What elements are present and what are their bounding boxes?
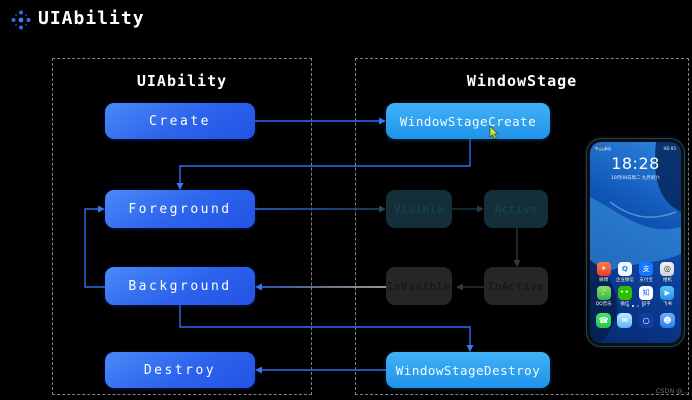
app-label: 微信 [620, 302, 630, 307]
app-cell: ▶ 飞书 [657, 286, 678, 307]
node-windowstagecreate[interactable]: WindowStageCreate [386, 103, 550, 139]
app-label: 企业微信 [615, 278, 634, 283]
app-label: 支付宝 [639, 278, 653, 283]
app-label: 知乎 [641, 302, 651, 307]
camera-app-icon: ◎ [660, 262, 675, 276]
app-label: 相机 [662, 278, 672, 283]
node-inactive[interactable]: InActive [484, 267, 548, 305]
date-widget: 10月08日周二 九月初六 [611, 176, 660, 181]
status-battery: HD 85 [663, 146, 676, 151]
node-visible[interactable]: Visible [386, 190, 452, 228]
uiability-panel: UIAbility [52, 58, 312, 395]
app-cell: 知 知乎 [636, 286, 657, 307]
page-dot [627, 305, 629, 307]
node-invisible[interactable]: InVisible [386, 267, 452, 305]
node-foreground[interactable]: Foreground [105, 190, 255, 228]
messages-app-icon: ✉ [617, 313, 633, 328]
app-grid: ✦ 微博 Q 企业微信 支 支付宝 ◎ 相机 ♪ QQ音乐 [593, 262, 678, 307]
clock-widget: 18:28 [611, 154, 660, 173]
front-camera-cutout [598, 146, 605, 149]
app-cell: 支 支付宝 [636, 262, 657, 283]
node-create[interactable]: Create [105, 103, 255, 139]
contacts-app-icon: ☻ [659, 313, 675, 328]
node-background[interactable]: Background [105, 267, 255, 305]
page-dot-active [632, 305, 634, 307]
page-dot [637, 305, 639, 307]
app-label: 微博 [599, 278, 609, 283]
phone-mockup: 中国移动 HD 85 18:28 10月08日周二 九月初六 ✦ 微博 Q 企业… [587, 139, 684, 346]
status-bar: 中国移动 HD 85 [590, 146, 681, 152]
status-carrier: 中国移动 [595, 146, 611, 151]
wechat-app-icon: •• [617, 286, 632, 300]
page-title: UIAbility [38, 8, 145, 29]
wecom-app-icon: Q [617, 262, 632, 276]
node-destroy[interactable]: Destroy [105, 352, 255, 388]
watermark: CSDN @... [655, 387, 689, 395]
uiability-panel-title: UIAbility [136, 72, 228, 90]
page-indicator [590, 305, 681, 307]
alipay-app-icon: 支 [639, 262, 654, 276]
app-cell: ♪ QQ音乐 [593, 286, 614, 307]
windowstage-panel-title: WindowStage [466, 72, 578, 90]
app-cell: ◎ 相机 [657, 262, 678, 283]
phone-app-icon: ☎ [596, 313, 612, 328]
app-cell: Q 企业微信 [614, 262, 635, 283]
app-label: QQ音乐 [595, 302, 612, 307]
dock: ☎ ✉ ○ ☻ [593, 313, 678, 328]
music-app-icon: ♪ [596, 286, 611, 300]
feishu-app-icon: ▶ [660, 286, 675, 300]
node-windowstagedestroy[interactable]: WindowStageDestroy [386, 352, 550, 388]
browser-app-icon: ○ [638, 313, 654, 328]
phone-screen: 中国移动 HD 85 18:28 10月08日周二 九月初六 ✦ 微博 Q 企业… [590, 142, 681, 343]
app-cell: •• 微信 [614, 286, 635, 307]
app-cell: ✦ 微博 [593, 262, 614, 283]
zhihu-app-icon: 知 [639, 286, 654, 300]
weibo-app-icon: ✦ [596, 262, 611, 276]
app-label: 飞书 [662, 302, 672, 307]
windowstage-panel: WindowStage [355, 58, 689, 395]
page-dot [642, 305, 644, 307]
app-logo-dots-icon [11, 10, 31, 30]
node-active[interactable]: Active [484, 190, 548, 228]
